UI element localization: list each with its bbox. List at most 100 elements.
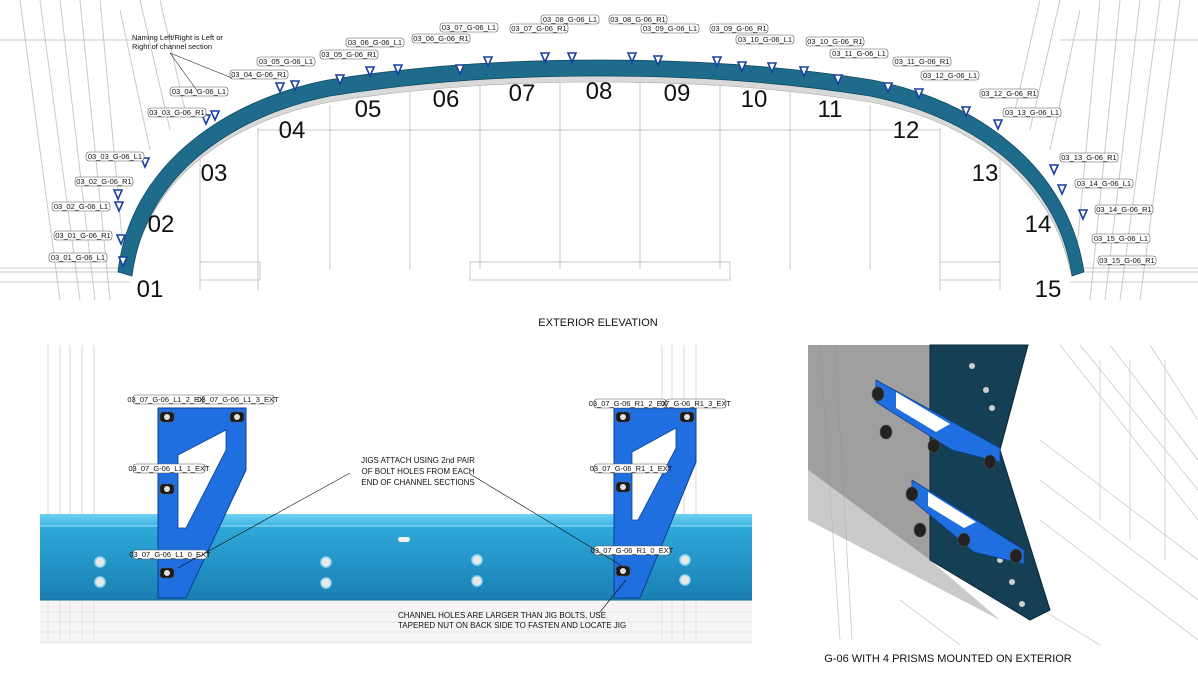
prism-tag-label: 03_04_G-06_L1 [172,87,226,96]
svg-text:OF BOLT HOLES FROM EACH: OF BOLT HOLES FROM EACH [361,467,474,476]
jig-tag: 03_07_G-06_R1_2_EXT [589,398,672,409]
prism-marker [766,62,778,74]
prism-tag: 03_09_G-06_L1 [640,23,700,34]
prism-marker [832,74,844,86]
prism-tag: 03_01_G-06_R1 [53,230,113,241]
jig-tag: 03_07_G-06_L1_0_EXT [129,549,211,560]
jig-tag: 03_07_G-06_L1_3_EXT [197,394,279,405]
prism-tag: 03_07_G-06_L1 [439,22,499,33]
prism-tag-label: 03_11_G-06_L1 [832,49,886,58]
svg-text:03_07_G-06_L1_1_EXT: 03_07_G-06_L1_1_EXT [128,464,210,473]
jig-tag: 07_G-06_R1_3_EXT [661,398,731,409]
naming-note-line-2: Right of channel section [132,42,212,51]
prism-tag-label: 03_06_G-06_L1 [348,38,402,47]
elevation-view: 03_01_G-06_L1 03_01_G-06_R1 03_02_G-06_L1 0… [0,0,1198,329]
svg-text:END OF CHANNEL SECTIONS: END OF CHANNEL SECTIONS [361,478,475,487]
prism-tag: 03_08_G-06_R1 [608,14,668,25]
prism-tag: 03_02_G-06_R1 [74,176,134,187]
prism-tag-label: 03_03_G-06_R1 [149,108,204,117]
prism-marker [882,82,894,94]
prism-marker [652,55,664,67]
prism-tag: 03_01_G-06_L1 [48,252,108,263]
prism-marker [117,256,129,268]
prism-tag: 03_11_G-06_R1 [892,56,952,67]
naming-note-leader [169,52,233,79]
prism-tag-label: 03_07_G-06_L1 [442,23,496,32]
section-number: 02 [148,211,175,238]
channel-slot [398,537,410,542]
prism-tag-label: 03_13_G-06_R1 [1061,153,1116,162]
prism-tag: 03_07_G-06_R1 [509,23,569,34]
prism-tag-label: 03_15_G-06_R1 [1099,256,1154,265]
jig-tag: 03_07_G-06_L1_1_EXT [128,463,210,474]
prism-tag-label: 03_04_G-06_R1 [231,70,286,79]
background-framing [0,0,1198,301]
prism-tag-label: 03_08_G-06_L1 [543,15,597,24]
jig-detail-view: 03_07_G-06_L1_2_EXT 03_07_G-06_L1_3_EXT … [40,345,752,644]
prism-marker [454,64,466,76]
svg-text:CHANNEL HOLES ARE LARGER THAN: CHANNEL HOLES ARE LARGER THAN JIG BOLTS,… [398,611,606,620]
prism-tag-label: 03_14_G-06_L1 [1077,179,1131,188]
prism-tag: 03_12_G-06_R1 [979,88,1039,99]
prism-marker [736,61,748,73]
prism-tag: 03_03_G-06_L1 [85,151,145,162]
section-number: 07 [509,80,536,107]
prism-tag: 03_09_G-06_R1 [709,23,769,34]
naming-note-line-1: Naming Left/Right is Left or [132,33,223,42]
prism-marker [115,234,127,246]
jig-tag: 03_07_G-06_R1_1_EXT [590,463,673,474]
detail-floor-shade [40,600,752,644]
prism-marker [1077,209,1089,221]
prism-tag-label: 03_02_G-06_L1 [54,202,108,211]
prism-tag-label: 03_09_G-06_R1 [711,24,766,33]
section-number: 09 [664,80,691,107]
section-number: 12 [893,117,920,144]
channel-arch [117,59,1085,277]
prism-marker [289,80,301,92]
prism-tag-label: 03_11_G-06_R1 [895,57,950,66]
prism-marker [913,88,925,100]
svg-text:03_07_G-06_R1_2_EXT: 03_07_G-06_R1_2_EXT [589,399,672,408]
section-number: 06 [433,86,460,113]
prism-marker [113,201,125,213]
prism-marker [1056,184,1068,196]
svg-text:03_07_G-06_R1_0_EXT: 03_07_G-06_R1_0_EXT [591,546,674,555]
section-number: 15 [1035,276,1062,303]
jig-tags: 03_07_G-06_L1_2_EXT 03_07_G-06_L1_3_EXT … [127,394,731,560]
prism-marker [392,64,404,76]
svg-text:03_07_G-06_R1_1_EXT: 03_07_G-06_R1_1_EXT [590,464,673,473]
prism-tag: 03_14_G-06_R1 [1094,204,1154,215]
prism-tag: 03_04_G-06_R1 [229,69,289,80]
prism-marker [566,52,578,64]
prism-tag: 03_08_G-06_L1 [540,14,600,25]
prism-marker [798,66,810,78]
naming-note-leader [169,52,199,93]
prism-tag-label: 03_13_G-06_L1 [1005,108,1059,117]
section-number: 05 [355,96,382,123]
prism-tag: 03_15_G-06_L1 [1091,233,1151,244]
svg-text:03_07_G-06_L1_3_EXT: 03_07_G-06_L1_3_EXT [197,395,279,404]
svg-text:TAPERED NUT ON BACK SIDE TO FA: TAPERED NUT ON BACK SIDE TO FASTEN AND L… [398,621,626,630]
prism-tag: 03_03_G-06_R1 [147,107,207,118]
prism-marker [960,106,972,118]
svg-text:07_G-06_R1_3_EXT: 07_G-06_R1_3_EXT [661,399,731,408]
prism-tag: 03_10_G-06_L1 [735,34,795,45]
prism-tag: 03_15_G-06_R1 [1097,255,1157,266]
prism-marker [482,56,494,68]
prism-tag-label: 03_07_G-06_R1 [511,24,566,33]
note-leader [177,472,351,569]
prism-marker [711,56,723,68]
svg-text:03_07_G-06_L1_0_EXT: 03_07_G-06_L1_0_EXT [129,550,211,559]
section-number: 14 [1025,211,1052,238]
svg-text:JIGS ATTACH USING 2nd PAIR: JIGS ATTACH USING 2nd PAIR [361,456,475,465]
section-number: 08 [586,78,613,105]
prism-tag-label: 03_03_G-06_L1 [88,152,142,161]
prism-tag: 03_06_G-06_L1 [345,37,405,48]
prism-tag: 03_10_G-06_R1 [805,36,865,47]
perspective-view: G-06 WITH 4 PRISMS MOUNTED ON EXTERIOR [808,344,1198,665]
prism-tag-label: 03_01_G-06_L1 [51,253,105,262]
prism-tag: 03_14_G-06_L1 [1074,178,1134,189]
prism-tag-label: 03_12_G-06_L1 [923,71,977,80]
